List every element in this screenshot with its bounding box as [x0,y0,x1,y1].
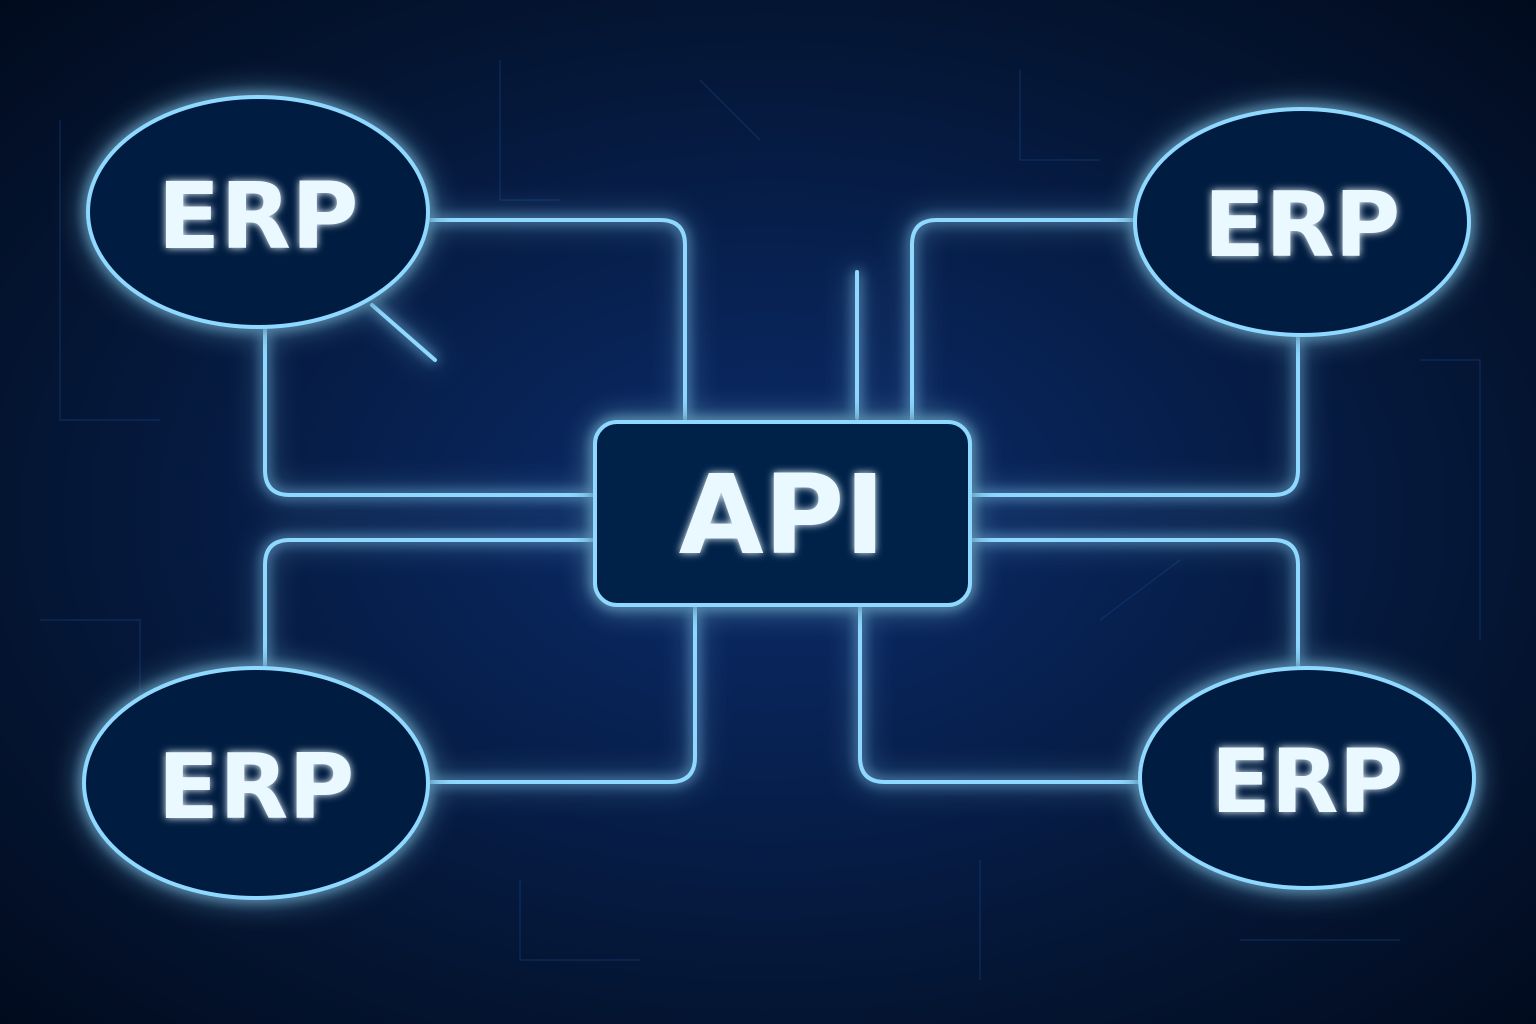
connector-tr-side [968,333,1300,497]
hub-api[interactable]: API [593,420,972,607]
node-label: ERP [1211,730,1403,833]
node-label: ERP [1204,173,1401,278]
connector-tl-side [263,328,597,497]
connector-br-bottom [858,605,1142,784]
node-label: ERP [157,163,358,270]
connector-tl-tick [370,303,437,362]
node-erp-top-left[interactable]: ERP [86,95,430,329]
node-erp-bottom-right[interactable]: ERP [1138,666,1476,890]
node-erp-bottom-left[interactable]: ERP [82,666,430,900]
node-label: ERP [158,735,355,840]
connector-tr-top [910,218,1137,422]
connector-bl-side [263,538,597,670]
connector-bl-bottom [426,605,697,784]
hub-label: API [679,451,886,579]
background-traces [40,60,1481,980]
connector-tl-top [426,218,687,422]
connector-br-side [968,538,1300,667]
connectors [263,218,1300,784]
node-erp-top-right[interactable]: ERP [1133,107,1471,337]
